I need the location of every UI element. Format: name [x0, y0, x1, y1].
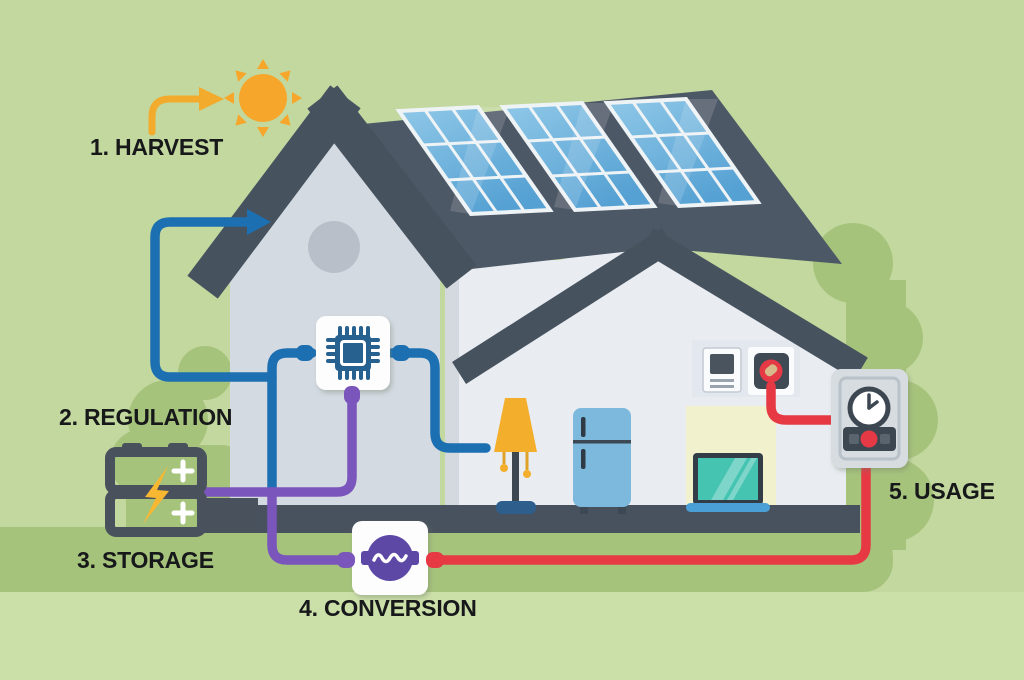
wire-conversion-to-meter [431, 461, 871, 565]
clock-dial-icon [847, 386, 891, 430]
thermostat-icon [702, 347, 742, 393]
chip-bottom-connector [344, 386, 360, 404]
power-button-icon [748, 347, 794, 395]
chip-right-connector [392, 345, 410, 361]
step-label-regulation: 2. REGULATION [59, 404, 233, 430]
left-roof-slope-right [307, 85, 477, 289]
fridge-handle-top [581, 417, 586, 437]
wire-outlet-to-meter [766, 381, 839, 425]
inverter-wave-icon [361, 535, 419, 581]
wire-storage-to-conversion [267, 487, 355, 565]
lamp-base [496, 501, 536, 514]
step-label-storage: 3. STORAGE [77, 547, 214, 573]
fridge-icon [573, 408, 631, 514]
chip-left-connector [296, 345, 314, 361]
lamp-icon [494, 398, 537, 514]
inverter-left-connector [337, 552, 355, 568]
right-gable-left-edge [452, 228, 676, 384]
battery-icon [105, 443, 258, 537]
lightning-bolt-icon [143, 466, 169, 524]
fridge-divider [573, 440, 631, 444]
flow-arrowhead-icon [247, 209, 271, 235]
lamp-pole [512, 452, 519, 504]
solar-panel-2 [499, 100, 658, 213]
wire-regulation-to-home [387, 348, 491, 453]
microchip-icon [326, 326, 380, 380]
step-label-conversion: 4. CONVERSION [299, 595, 477, 621]
lamp-shade [494, 398, 537, 452]
round-window [308, 221, 360, 273]
meter-indicator-light [860, 430, 878, 448]
laptop-base [686, 503, 770, 512]
solar-panels [395, 96, 762, 217]
left-roof-slope [187, 85, 361, 299]
conversion-box [337, 521, 444, 595]
right-gable-right-edge [640, 228, 868, 380]
solar-panel-1 [395, 104, 554, 217]
sun-icon [224, 59, 302, 137]
inverter-right-connector [426, 552, 444, 568]
laptop-screen [698, 458, 758, 500]
footer-strip [0, 592, 1024, 680]
meter-icon [831, 369, 908, 468]
regulation-box [296, 316, 410, 404]
wire-regulation-to-storage [200, 389, 357, 497]
plus-icon [171, 459, 195, 525]
laptop-icon [686, 453, 770, 512]
fridge-handle-bottom [581, 449, 586, 469]
wall-corner-strip [445, 268, 459, 530]
step-label-usage: 5. USAGE [889, 478, 995, 504]
curved-arrow-icon [148, 87, 224, 136]
outlet-panel [692, 340, 800, 397]
wire-harvest-to-regulation [150, 209, 317, 499]
step-label-harvest: 1. HARVEST [90, 134, 224, 160]
solar-panel-3 [603, 96, 762, 209]
